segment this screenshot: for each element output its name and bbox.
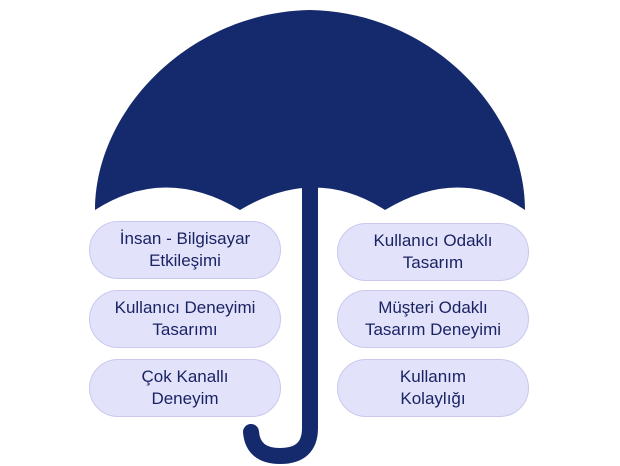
pill-line: Tasarımı (152, 320, 218, 339)
concept-pill-user-centered: Kullanıcı Odaklı Tasarım (337, 223, 529, 281)
pill-line: Kullanım (399, 367, 467, 386)
pill-line: Deneyim (151, 389, 219, 408)
pill-line: İnsan - Bilgisayar (119, 229, 251, 248)
pill-line: Etkileşimi (149, 251, 221, 270)
umbrella-handle (243, 172, 318, 464)
pill-line: Müşteri Odaklı (378, 298, 488, 317)
concept-pill-hci: İnsan - Bilgisayar Etkileşimi (89, 221, 281, 279)
pill-line: Çok Kanallı (141, 367, 229, 386)
pill-line: Tasarım (402, 253, 464, 272)
concept-pill-ux-design: Kullanıcı Deneyimi Tasarımı (89, 290, 281, 348)
umbrella-canopy (95, 10, 525, 210)
concept-pill-omnichannel: Çok Kanallı Deneyim (89, 359, 281, 417)
pill-line: Kullanıcı Deneyimi (114, 298, 256, 317)
concept-pill-customer-centered: Müşteri Odaklı Tasarım Deneyimi (337, 290, 529, 348)
concept-pill-usability: Kullanım Kolaylığı (337, 359, 529, 417)
pill-line: Kullanıcı Odaklı (373, 231, 493, 250)
pill-line: Kolaylığı (400, 389, 466, 408)
pill-line: Tasarım Deneyimi (364, 320, 502, 339)
